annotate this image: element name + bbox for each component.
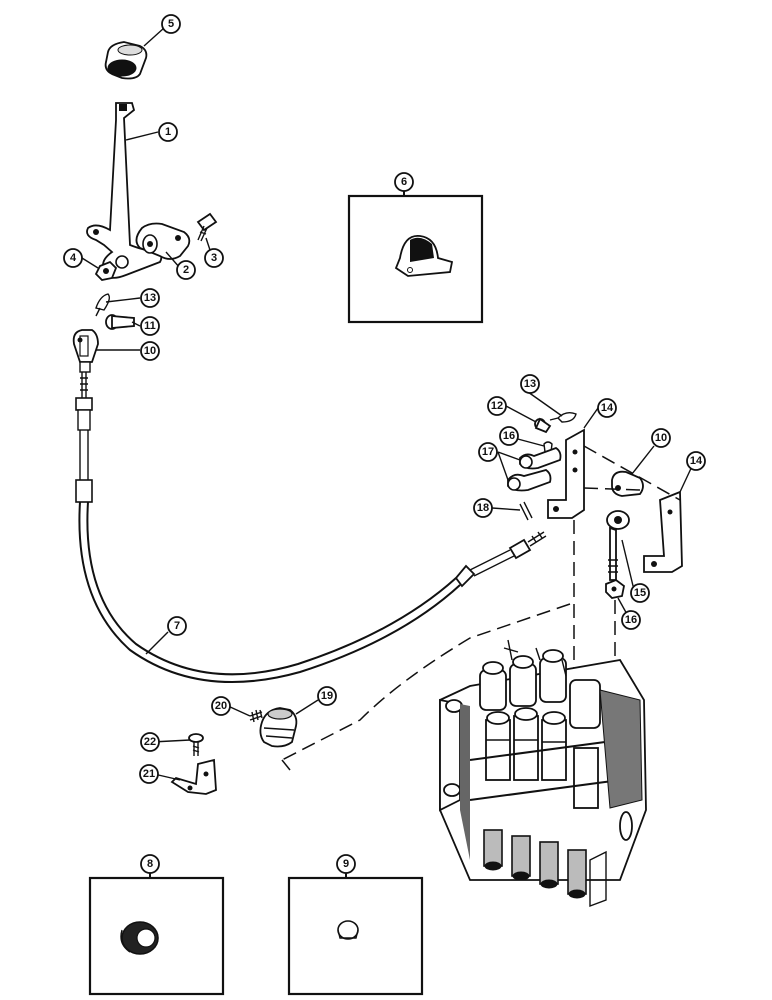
svg-text:6: 6 bbox=[401, 176, 407, 188]
part-7-cable bbox=[75, 372, 547, 684]
part-20-set-screw bbox=[249, 709, 263, 723]
callout-12: 12 bbox=[487, 396, 507, 416]
callout-17: 17 bbox=[478, 442, 498, 462]
part-15-rod-end bbox=[606, 510, 630, 581]
callout-20: 20 bbox=[211, 696, 231, 716]
svg-text:7: 7 bbox=[174, 620, 180, 632]
svg-text:10: 10 bbox=[144, 345, 156, 357]
callout-13-lower: 13 bbox=[520, 374, 540, 394]
control-valve-body bbox=[439, 639, 647, 908]
part-4-nut bbox=[94, 260, 118, 281]
inset-box-6 bbox=[347, 182, 484, 324]
callout-5: 5 bbox=[161, 14, 181, 34]
callout-1: 1 bbox=[158, 122, 178, 142]
callout-16-lower: 16 bbox=[621, 610, 641, 630]
callout-9: 9 bbox=[336, 854, 356, 874]
part-10-clevis-lower bbox=[611, 470, 644, 497]
svg-text:13: 13 bbox=[524, 378, 536, 390]
callout-14-right: 14 bbox=[686, 451, 706, 471]
svg-text:2: 2 bbox=[183, 264, 189, 276]
callout-6: 6 bbox=[394, 172, 414, 192]
part-13-cotter-pin-lower bbox=[549, 411, 577, 423]
part-11-clevis-pin-upper bbox=[105, 314, 135, 330]
svg-text:14: 14 bbox=[601, 402, 614, 414]
svg-text:16: 16 bbox=[625, 614, 637, 626]
svg-text:16: 16 bbox=[503, 430, 515, 442]
inset-box-8 bbox=[88, 864, 225, 996]
callout-4: 4 bbox=[63, 248, 83, 268]
part-13-cotter-pin-upper bbox=[95, 293, 111, 317]
callout-11: 11 bbox=[140, 316, 160, 336]
part-22-screw bbox=[188, 733, 204, 756]
svg-text:18: 18 bbox=[477, 502, 489, 514]
inset-box-9 bbox=[287, 864, 424, 996]
callout-10-lower: 10 bbox=[651, 428, 671, 448]
svg-text:3: 3 bbox=[211, 252, 217, 264]
callout-leaders bbox=[81, 27, 695, 781]
svg-text:9: 9 bbox=[343, 858, 349, 870]
svg-text:5: 5 bbox=[168, 18, 174, 30]
part-19-knob bbox=[259, 707, 298, 748]
callout-13-upper: 13 bbox=[140, 288, 160, 308]
part-14-bracket-left bbox=[547, 428, 585, 519]
callout-2: 2 bbox=[176, 260, 196, 280]
callout-19: 19 bbox=[317, 686, 337, 706]
callout-21: 21 bbox=[139, 764, 159, 784]
callout-3: 3 bbox=[204, 248, 224, 268]
svg-text:17: 17 bbox=[482, 446, 494, 458]
part-12-pin bbox=[534, 417, 552, 434]
svg-text:11: 11 bbox=[144, 320, 156, 332]
part-9-plug bbox=[337, 920, 359, 940]
callout-14-left: 14 bbox=[597, 398, 617, 418]
svg-text:12: 12 bbox=[491, 400, 503, 412]
svg-text:14: 14 bbox=[690, 455, 703, 467]
part-18-cotter bbox=[519, 501, 533, 521]
svg-text:13: 13 bbox=[144, 292, 156, 304]
part-21-bracket bbox=[170, 758, 217, 795]
part-2-pivot bbox=[135, 222, 191, 260]
part-17-clevis-pins bbox=[507, 446, 562, 492]
svg-text:15: 15 bbox=[634, 587, 646, 599]
callout-10-upper: 10 bbox=[140, 341, 160, 361]
part-5-knob bbox=[104, 41, 148, 80]
svg-text:10: 10 bbox=[655, 432, 667, 444]
svg-text:19: 19 bbox=[321, 690, 333, 702]
callout-22: 22 bbox=[140, 732, 160, 752]
svg-text:21: 21 bbox=[143, 768, 155, 780]
part-6-clip bbox=[394, 235, 454, 277]
svg-text:4: 4 bbox=[70, 252, 77, 264]
part-3-bolt bbox=[196, 212, 218, 242]
callout-8: 8 bbox=[140, 854, 160, 874]
svg-text:22: 22 bbox=[144, 736, 156, 748]
part-8-grommet bbox=[120, 921, 159, 955]
svg-text:20: 20 bbox=[215, 700, 227, 712]
callout-15: 15 bbox=[630, 583, 650, 603]
part-14-bracket-right bbox=[643, 490, 683, 573]
svg-text:1: 1 bbox=[165, 126, 171, 138]
callout-18: 18 bbox=[473, 498, 493, 518]
part-10-clevis-upper bbox=[72, 329, 99, 373]
svg-text:8: 8 bbox=[147, 858, 153, 870]
callout-7: 7 bbox=[167, 616, 187, 636]
part-16-nut bbox=[605, 578, 625, 599]
callout-16-upper: 16 bbox=[499, 426, 519, 446]
